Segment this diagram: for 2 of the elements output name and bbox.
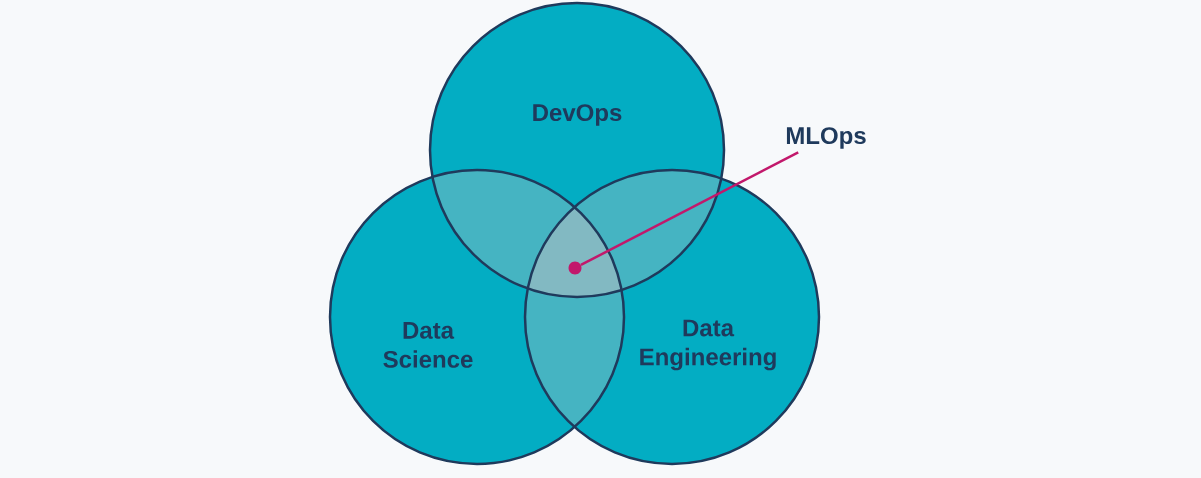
leader-line	[580, 151, 799, 266]
callout-label: MLOps	[786, 127, 866, 149]
